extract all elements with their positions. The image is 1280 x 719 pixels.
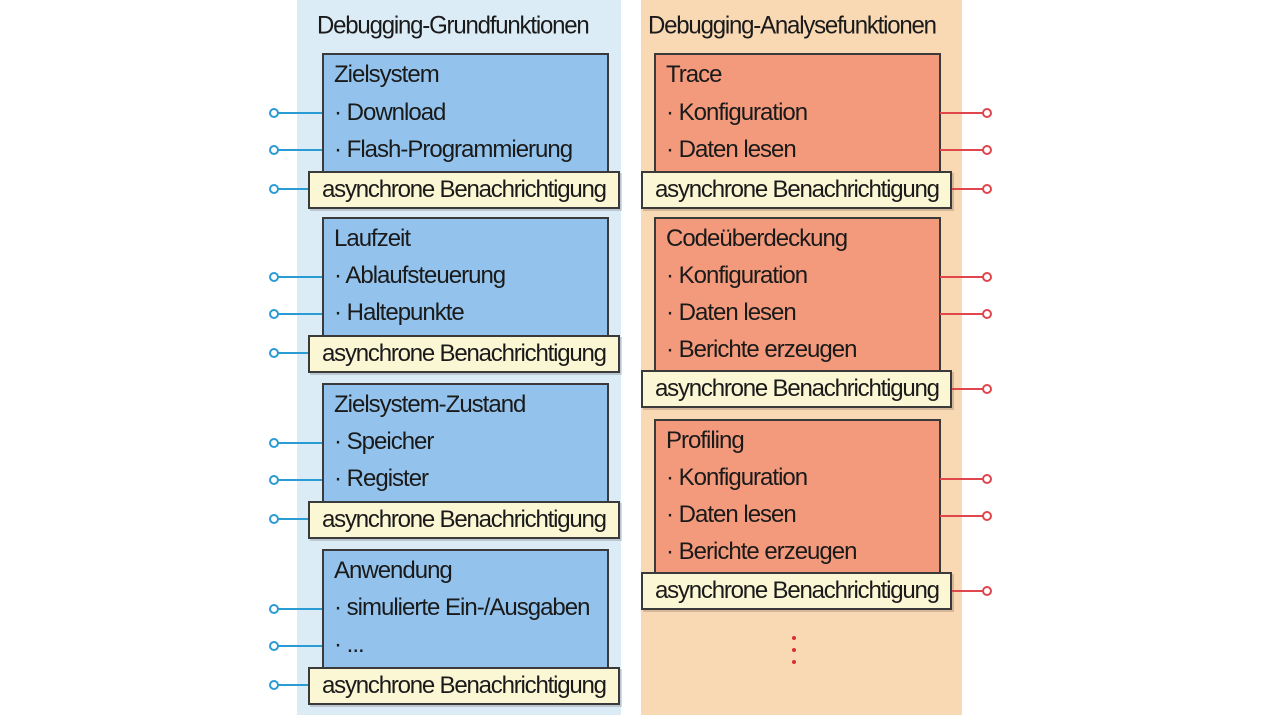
trace-box: Trace · Konfiguration · Daten lesen: [654, 53, 941, 177]
registers-connector: [278, 479, 322, 481]
flash-connector: [278, 149, 322, 151]
notif-trace-port-icon: [982, 184, 992, 194]
notif-trace-connector: [952, 188, 984, 190]
registers-item: · Register: [334, 465, 429, 492]
more-connector: [278, 645, 322, 647]
coverage-reports-item: · Berichte erzeugen: [666, 336, 857, 363]
analysis-functions-panel: Debugging-Analysefunktionen Trace · Konf…: [641, 0, 962, 715]
download-port-icon: [269, 108, 279, 118]
notif4-port-icon: [269, 680, 279, 690]
profiling-config-port-icon: [982, 474, 992, 484]
flash-programming-item: · Flash-Programmierung: [334, 136, 573, 163]
memory-item: · Speicher: [334, 428, 434, 455]
coverage-data-port-icon: [982, 309, 992, 319]
target-system-title: Zielsystem: [334, 61, 440, 88]
breakpoints-connector: [278, 313, 322, 315]
analysis-functions-title: Debugging-Analysefunktionen: [648, 11, 937, 40]
simulated-io-item: · simulierte Ein-/Ausgaben: [334, 594, 590, 621]
coverage-config-port-icon: [982, 272, 992, 282]
notification-profiling: asynchrone Benachrichtigung: [641, 572, 952, 610]
trace-config-connector: [940, 112, 984, 114]
target-system-box: Zielsystem · Download · Flash-Programmie…: [322, 53, 609, 177]
notification-runtime: asynchrone Benachrichtigung: [308, 335, 620, 373]
coverage-read-data-item: · Daten lesen: [666, 299, 797, 326]
runtime-box: Laufzeit · Ablaufsteuerung · Haltepunkte: [322, 217, 609, 341]
profiling-read-data-item: · Daten lesen: [666, 501, 797, 528]
target-state-title: Zielsystem-Zustand: [334, 391, 526, 418]
breakpoints-item: · Haltepunkte: [334, 299, 465, 326]
memory-port-icon: [269, 438, 279, 448]
more-item: · ...: [334, 631, 365, 658]
notification-code-coverage: asynchrone Benachrichtigung: [641, 370, 952, 408]
runtime-title: Laufzeit: [334, 225, 411, 252]
notif3-port-icon: [269, 514, 279, 524]
coverage-data-connector: [940, 313, 984, 315]
trace-title: Trace: [666, 61, 722, 88]
trace-data-port-icon: [982, 145, 992, 155]
target-state-box: Zielsystem-Zustand · Speicher · Register: [322, 383, 609, 507]
profiling-box: Profiling · Konfiguration · Daten lesen …: [654, 419, 941, 579]
profiling-config-connector: [940, 478, 984, 480]
breakpoints-port-icon: [269, 309, 279, 319]
notification-trace: asynchrone Benachrichtigung: [641, 171, 952, 209]
code-coverage-box: Codeüberdeckung · Konfiguration · Daten …: [654, 217, 941, 377]
trace-configuration-item: · Konfiguration: [666, 99, 808, 126]
trace-data-connector: [940, 149, 984, 151]
notif3-connector: [278, 518, 308, 520]
trace-config-port-icon: [982, 108, 992, 118]
coverage-configuration-item: · Konfiguration: [666, 262, 808, 289]
simulated-io-connector: [278, 608, 322, 610]
notif4-connector: [278, 684, 308, 686]
simulated-io-port-icon: [269, 604, 279, 614]
application-box: Anwendung · simulierte Ein-/Ausgaben · .…: [322, 549, 609, 673]
flow-control-port-icon: [269, 272, 279, 282]
memory-connector: [278, 442, 322, 444]
notification-target-state: asynchrone Benachrichtigung: [308, 501, 620, 539]
flash-port-icon: [269, 145, 279, 155]
application-title: Anwendung: [334, 557, 453, 584]
notification-target-system: asynchrone Benachrichtigung: [308, 171, 620, 209]
notif2-connector: [278, 352, 308, 354]
more-port-icon: [269, 641, 279, 651]
notif1-port-icon: [269, 184, 279, 194]
profiling-data-port-icon: [982, 511, 992, 521]
notification-application: asynchrone Benachrichtigung: [308, 667, 620, 705]
flow-control-connector: [278, 276, 322, 278]
download-item: · Download: [334, 99, 446, 126]
profiling-reports-item: · Berichte erzeugen: [666, 538, 857, 565]
notif-profiling-connector: [952, 590, 984, 592]
notif-coverage-port-icon: [982, 384, 992, 394]
basic-functions-title: Debugging-Grundfunktionen: [317, 11, 590, 40]
trace-read-data-item: · Daten lesen: [666, 136, 797, 163]
registers-port-icon: [269, 475, 279, 485]
code-coverage-title: Codeüberdeckung: [666, 225, 848, 252]
notif1-connector: [278, 188, 308, 190]
flow-control-item: · Ablaufsteuerung: [334, 262, 506, 289]
profiling-configuration-item: · Konfiguration: [666, 464, 808, 491]
basic-functions-panel: Debugging-Grundfunktionen Zielsystem · D…: [297, 0, 621, 715]
profiling-data-connector: [940, 515, 984, 517]
coverage-config-connector: [940, 276, 984, 278]
download-connector: [278, 112, 322, 114]
notif2-port-icon: [269, 348, 279, 358]
profiling-title: Profiling: [666, 427, 745, 454]
notif-coverage-connector: [952, 388, 984, 390]
more-items-ellipsis: [792, 636, 796, 672]
notif-profiling-port-icon: [982, 586, 992, 596]
